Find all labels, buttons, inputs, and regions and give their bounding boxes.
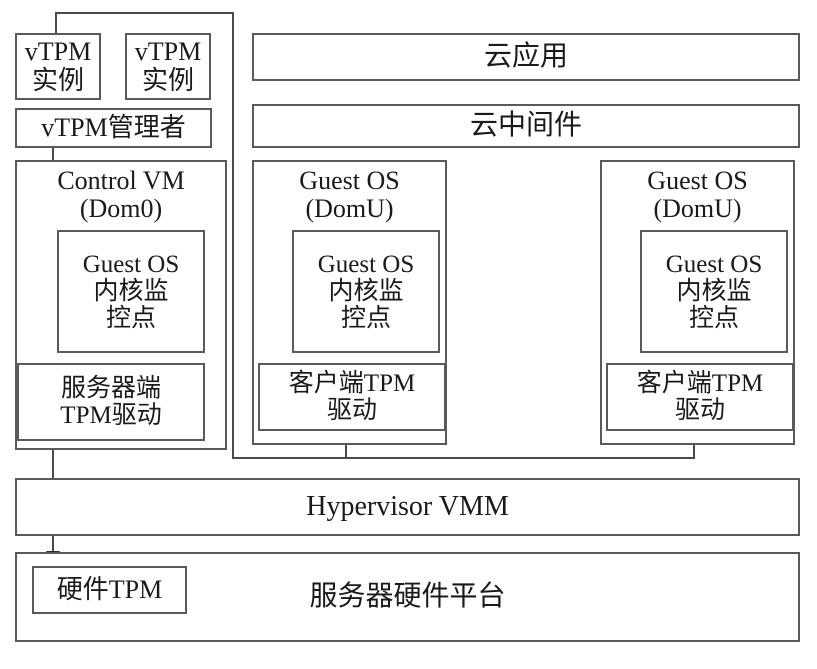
guest-vm-2-tpm-driver[interactable]: 客户端TPM 驱动 (606, 363, 794, 431)
hypervisor-vmm-bar[interactable]: Hypervisor VMM (15, 478, 800, 536)
guest-vm-1-kernel-monitor[interactable]: Guest OS 内核监 控点 (292, 230, 440, 353)
hardware-tpm[interactable]: 硬件TPM (32, 566, 187, 614)
cloud-middleware-bar[interactable]: 云中间件 (252, 104, 800, 148)
guest-vm-2-kernel-monitor[interactable]: Guest OS 内核监 控点 (640, 230, 788, 353)
connector-bottom-bus-horizontal (232, 457, 694, 459)
connector-top-bracket-drop (55, 12, 57, 37)
connector-guest1-driver-riser (345, 441, 347, 459)
connector-guest2-driver-riser (693, 441, 695, 459)
vtpm-instance-1[interactable]: vTPM 实例 (15, 33, 101, 100)
connector-bus-right-vertical (232, 12, 234, 458)
guest-vm-1-tpm-driver[interactable]: 客户端TPM 驱动 (258, 363, 446, 431)
cloud-application-bar[interactable]: 云应用 (252, 33, 800, 81)
vtpm-manager[interactable]: vTPM管理者 (15, 108, 212, 148)
control-vm-tpm-driver[interactable]: 服务器端 TPM驱动 (17, 363, 205, 441)
vtpm-instance-2[interactable]: vTPM 实例 (125, 33, 211, 100)
control-vm-kernel-monitor[interactable]: Guest OS 内核监 控点 (57, 230, 205, 353)
connector-top-bracket-horizontal (55, 12, 234, 14)
